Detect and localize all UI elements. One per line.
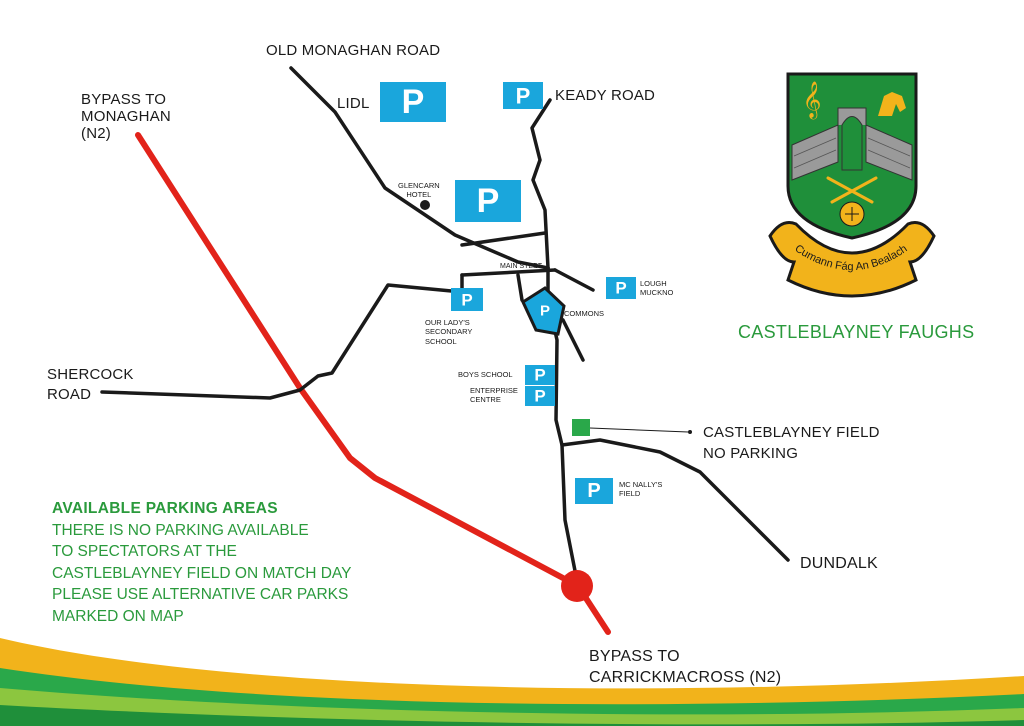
- field-pointer-dot: [688, 430, 692, 434]
- club-crest: 𝄞 Cumann Fág An Bealach: [768, 72, 936, 298]
- old-monaghan-road: [289, 66, 550, 270]
- castleblayney-field-marker: [572, 419, 590, 436]
- parking-icon: P: [534, 387, 545, 406]
- parking-icon: P: [402, 83, 425, 121]
- mc-nallys-field-car-park: P: [575, 478, 613, 504]
- parking-notice: AVAILABLE PARKING AREAS THERE IS NO PARK…: [52, 498, 351, 627]
- parking-icon: P: [534, 366, 545, 385]
- hurleys-icon: [826, 176, 878, 204]
- notice-heading: AVAILABLE PARKING AREAS: [52, 500, 278, 517]
- horse-icon: [878, 92, 906, 116]
- parking-icon: P: [461, 291, 472, 310]
- enterprise-centre-car-park: P: [525, 386, 555, 406]
- keady-road-car-park: P: [503, 82, 543, 109]
- parking-icon: P: [477, 182, 500, 220]
- lidl-car-park: P: [380, 82, 446, 122]
- label-lidl: LIDL: [337, 95, 370, 112]
- notice-line: TO SPECTATORS AT THE: [52, 543, 237, 560]
- label-old-monaghan-road: OLD MONAGHAN ROAD: [266, 42, 441, 59]
- club-name: CASTLEBLAYNEY FAUGHS: [738, 322, 975, 342]
- label-bypass-to-carrickmacross: BYPASS TO CARRICKMACROSS (N2): [589, 648, 782, 686]
- dundalk-road: [560, 438, 790, 562]
- label-mc-nallys-field: MC NALLY'S FIELD: [619, 480, 663, 499]
- notice-line: MARKED ON MAP: [52, 607, 184, 625]
- label-keady-road: KEADY ROAD: [555, 87, 656, 104]
- main-street: [460, 268, 557, 277]
- parking-icon: P: [540, 303, 550, 320]
- shercock-road: [100, 273, 464, 400]
- commons-road-east: [561, 318, 585, 362]
- roundabout-marker: [561, 570, 593, 602]
- road-network: [100, 66, 790, 588]
- notice-line: THERE IS NO PARKING AVAILABLE: [52, 521, 309, 539]
- label-dundalk: DUNDALK: [800, 555, 878, 572]
- commons-car-park: P: [521, 286, 566, 336]
- lough-muckno-car-park: P: [606, 277, 636, 299]
- label-bypass-to-monaghan: BYPASS TO MONAGHAN (N2): [81, 91, 171, 142]
- parking-icon: P: [516, 84, 531, 109]
- label-commons: COMMONS: [564, 309, 604, 318]
- main-street-link: [460, 231, 547, 247]
- glencarn-car-park: P: [455, 180, 521, 222]
- parking-icon: P: [615, 279, 626, 298]
- our-ladys-school-car-park: P: [451, 288, 483, 311]
- label-enterprise-centre: ENTERPRISE CENTRE: [470, 386, 518, 405]
- notice-line: CASTLEBLAYNEY FIELD ON MATCH DAY: [52, 564, 352, 582]
- label-boys-school: BOYS SCHOOL: [458, 370, 513, 379]
- boys-school-car-park: P: [525, 365, 555, 385]
- castle-wall: [791, 107, 913, 181]
- label-main-street: MAIN STEET: [500, 263, 543, 270]
- notice-line: PLEASE USE ALTERNATIVE CAR PARKS: [52, 586, 349, 603]
- glencarn-hotel-marker: [420, 200, 430, 210]
- label-glencarn-hotel: GLENCARN HOTEL: [398, 181, 440, 200]
- keady-road: [530, 98, 552, 270]
- lough-muckno-road: [553, 268, 595, 292]
- label-castleblayney-field: CASTLEBLAYNEY FIELD NO PARKING: [703, 424, 880, 462]
- label-shercock-road: SHERCOCK ROAD: [47, 366, 134, 403]
- field-pointer-line: [589, 427, 689, 433]
- label-our-ladys-school: OUR LADY'S SECONDARY SCHOOL: [425, 318, 473, 346]
- treble-clef-icon: 𝄞: [803, 80, 822, 119]
- bottom-swoosh-decoration: [0, 638, 1024, 726]
- motto-banner: [768, 221, 936, 298]
- label-lough-muckno: LOUGH MUCKNO: [640, 279, 674, 298]
- parking-icon: P: [587, 480, 600, 502]
- commons-road: [516, 273, 524, 302]
